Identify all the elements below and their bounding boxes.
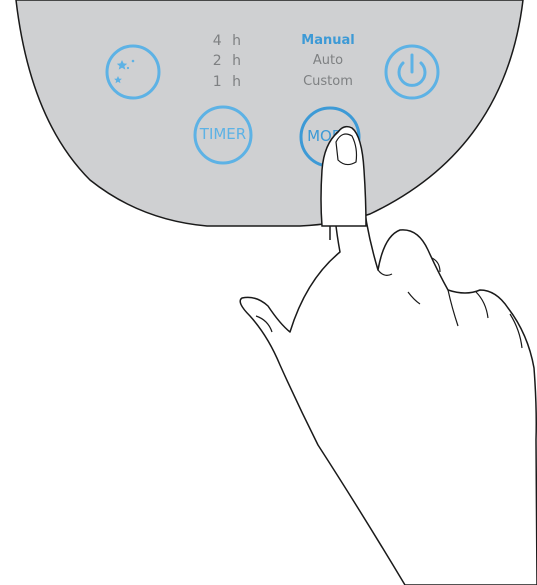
timer-button-label: TIMER bbox=[193, 127, 253, 142]
timer-option-4h: 4 h bbox=[184, 34, 244, 48]
mode-button-label: MODE bbox=[300, 129, 360, 144]
mode-option-custom: Custom bbox=[283, 75, 373, 88]
timer-option-1h: 1 h bbox=[184, 75, 244, 89]
timer-option-2h: 2 h bbox=[184, 54, 244, 68]
mode-option-manual: Manual bbox=[283, 34, 373, 47]
control-panel bbox=[16, 0, 523, 226]
mode-option-auto: Auto bbox=[283, 54, 373, 67]
